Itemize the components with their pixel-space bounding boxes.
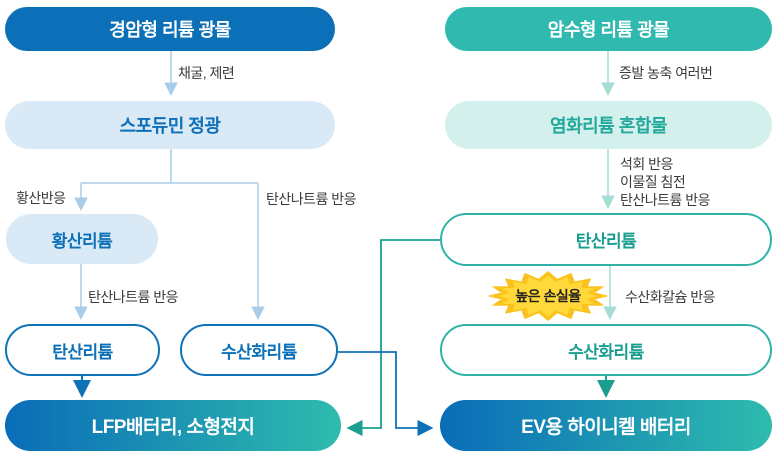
node-lithium-chloride-mixture: 염화리튬 혼합물	[445, 101, 772, 149]
node-lithium-hydroxide-left: 수산화리튬	[180, 324, 338, 376]
starburst-icon	[487, 271, 609, 321]
high-loss-rate-badge: 높은 손실율	[486, 270, 610, 322]
node-lithium-carbonate-right: 탄산리튬	[440, 213, 772, 266]
label-sodium-carbonate-reaction-sulfate: 탄산나트륨 반응	[88, 289, 179, 305]
label-sodium-carbonate-reaction-branch: 탄산나트륨 반응	[266, 191, 357, 207]
label-step2-reactions: 석회 반응 이물질 침전 탄산나트륨 반응	[620, 155, 711, 209]
connector-left-hydroxide-to-ev	[338, 351, 434, 437]
label-lime-reaction: 석회 반응	[620, 156, 673, 172]
connector-right-carbonate-to-lfp	[346, 239, 440, 437]
label-calcium-hydroxide-reaction: 수산화칼슘 반응	[625, 289, 716, 305]
label-mining-smelting: 채굴, 제련	[178, 65, 235, 81]
label-impurity-precipitation: 이물질 침전	[620, 174, 686, 190]
label-evaporation-concentration: 증발 농축 여러번	[619, 65, 713, 81]
node-lfp-battery: LFP배터리, 소형전지	[5, 400, 341, 451]
label-sodium-carbonate-reaction-right: 탄산나트륨 반응	[620, 192, 711, 208]
node-lithium-carbonate-left: 탄산리튬	[5, 324, 160, 376]
node-spodumene-concentrate: 스포듀민 정광	[5, 101, 335, 149]
node-ev-high-nickel-battery: EV용 하이니켈 배터리	[440, 400, 772, 451]
node-lithium-sulfate: 황산리튬	[6, 214, 158, 264]
high-loss-rate-label: 높은 손실율	[515, 288, 581, 304]
node-lithium-hydroxide-right: 수산화리튬	[440, 324, 772, 376]
label-sulfuric-reaction: 황산반응	[16, 190, 66, 206]
node-hardrock-lithium-ore: 경암형 리튬 광물	[5, 7, 335, 51]
node-brine-lithium-ore: 암수형 리튬 광물	[445, 7, 772, 51]
